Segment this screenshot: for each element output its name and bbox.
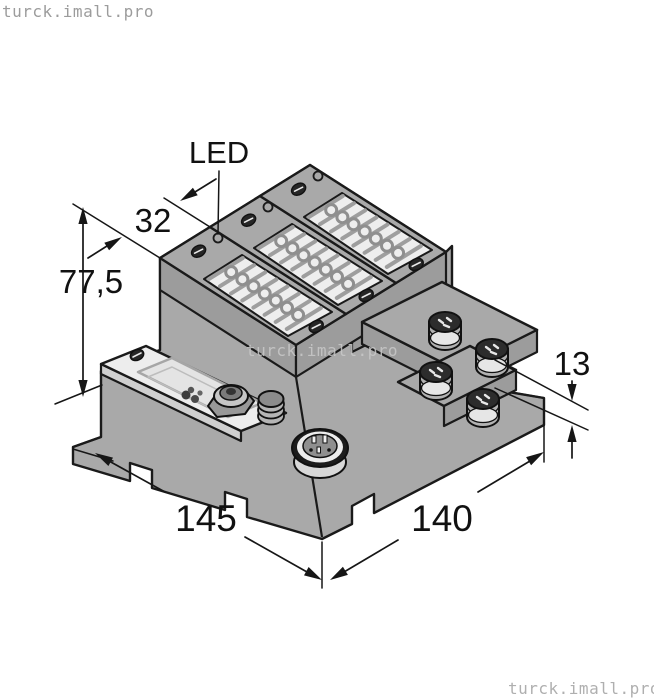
dim-13-label: 13 xyxy=(554,345,591,382)
m12-connector-power xyxy=(291,428,349,479)
annotations: LED 32 77,5 13 xyxy=(54,135,591,589)
watermark-top-left: turck.imall.pro xyxy=(2,2,154,21)
led-leader-line xyxy=(217,170,220,235)
m12-connector-threaded xyxy=(257,390,285,426)
m12-socket xyxy=(427,310,463,352)
front-connectors xyxy=(207,384,349,479)
terminal-module-block xyxy=(158,163,448,379)
m12-socket xyxy=(418,360,454,402)
watermark-bottom-right: turck.imall.pro xyxy=(508,679,654,698)
dim-145-label: 145 xyxy=(175,498,237,539)
label-print xyxy=(181,386,203,403)
dim-32-label: 32 xyxy=(135,202,172,239)
right-connector-terrace xyxy=(360,280,539,429)
m12-connector-hex xyxy=(207,384,255,418)
watermark-center: turck.imall.pro xyxy=(246,341,398,360)
dimension-13: 13 xyxy=(494,345,591,459)
led-label: LED xyxy=(189,135,249,170)
dimension-145: 145 xyxy=(72,448,323,589)
m12-socket xyxy=(465,387,501,429)
m12-socket xyxy=(474,337,510,379)
body-base-left-edge xyxy=(72,436,102,448)
io-module-device xyxy=(71,163,546,541)
dimension-32: 32 xyxy=(72,178,217,259)
dimension-140: 140 xyxy=(330,421,545,580)
dim-140-label: 140 xyxy=(411,498,473,539)
dimension-77-5: 77,5 xyxy=(54,207,123,405)
dim-77-5-label: 77,5 xyxy=(59,263,123,300)
